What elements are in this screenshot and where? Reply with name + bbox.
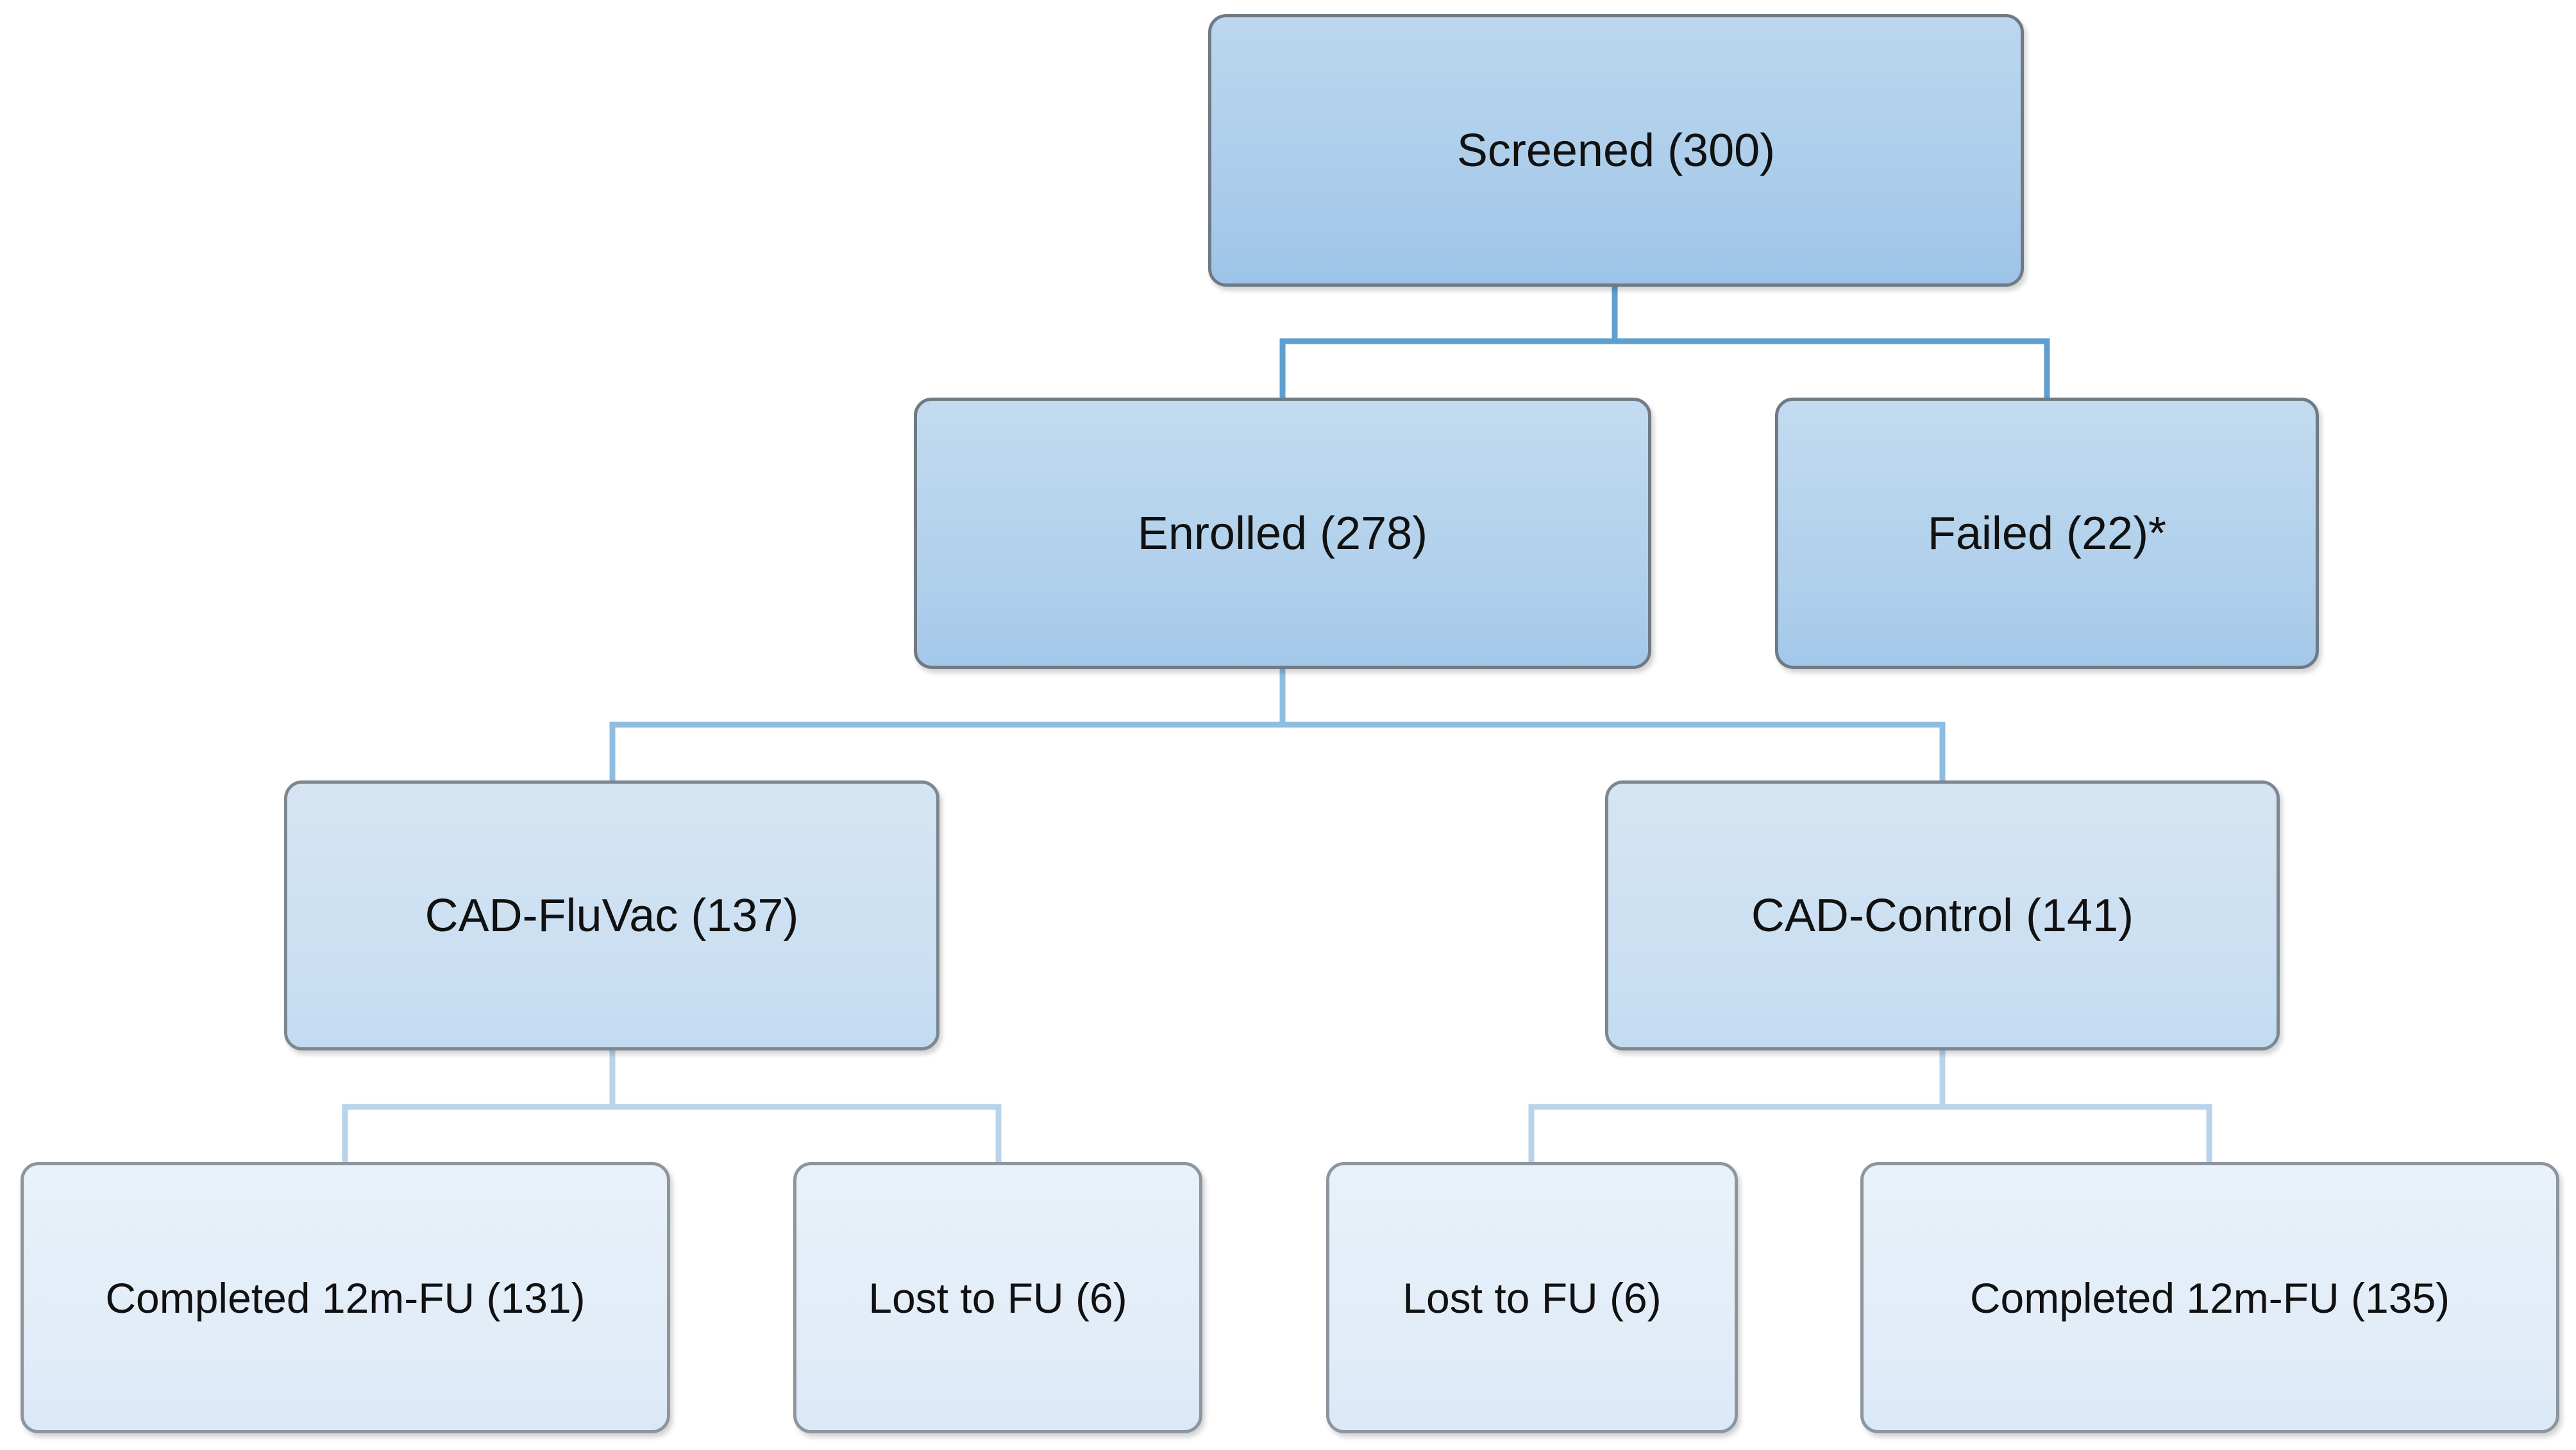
cad-control-box: CAD-Control (141) xyxy=(1605,780,2280,1050)
cad-control-label: CAD-Control (141) xyxy=(1751,889,2134,941)
enrolled-label: Enrolled (278) xyxy=(1137,507,1428,559)
screened-label: Screened (300) xyxy=(1456,124,1776,176)
cad-fluvac-label: CAD-FluVac (137) xyxy=(425,889,799,941)
connector-control-split xyxy=(1528,1050,2212,1162)
control-lost-box: Lost to FU (6) xyxy=(1326,1162,1738,1433)
cad-fluvac-box: CAD-FluVac (137) xyxy=(284,780,939,1050)
control-completed-label: Completed 12m-FU (135) xyxy=(1969,1274,2450,1322)
control-completed-box: Completed 12m-FU (135) xyxy=(1860,1162,2559,1433)
failed-box: Failed (22)* xyxy=(1775,398,2319,669)
control-lost-label: Lost to FU (6) xyxy=(1402,1274,1662,1322)
connector-fluvac-split xyxy=(342,1050,1002,1162)
failed-label: Failed (22)* xyxy=(1927,507,2167,559)
fluvac-lost-box: Lost to FU (6) xyxy=(793,1162,1202,1433)
fluvac-completed-box: Completed 12m-FU (131) xyxy=(21,1162,670,1433)
fluvac-completed-label: Completed 12m-FU (131) xyxy=(105,1274,585,1322)
screened-box: Screened (300) xyxy=(1208,14,2024,287)
connector-screened-split xyxy=(1279,287,2050,398)
enrolled-box: Enrolled (278) xyxy=(914,398,1651,669)
connector-enrolled-split xyxy=(609,669,1946,780)
fluvac-lost-label: Lost to FU (6) xyxy=(868,1274,1127,1322)
